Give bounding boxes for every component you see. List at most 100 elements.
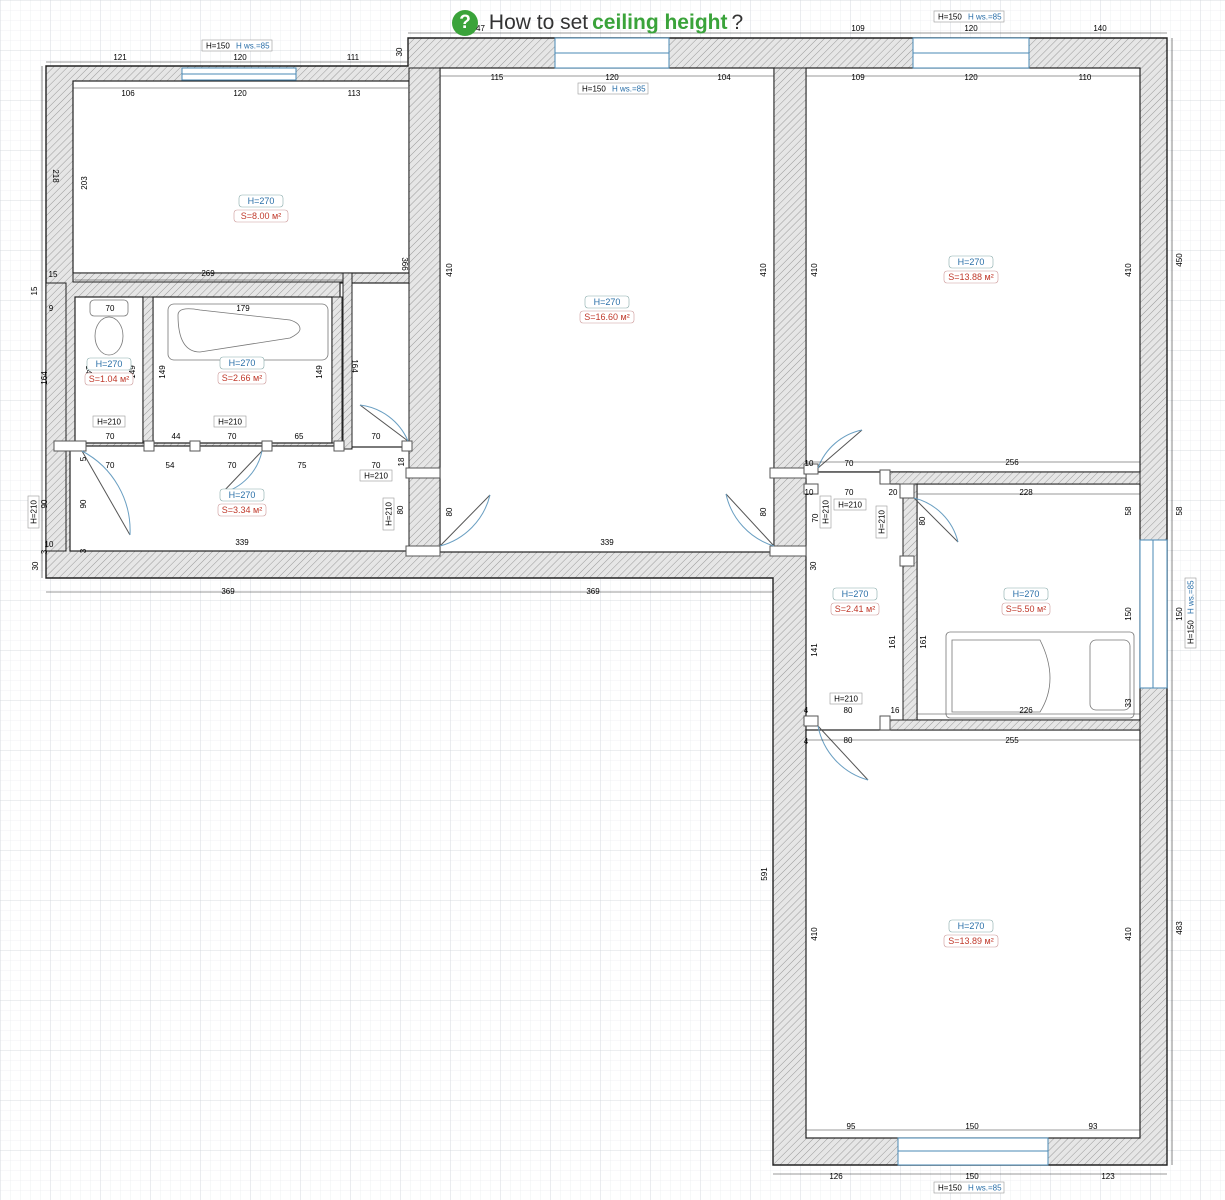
dim-label: 150 [965, 1122, 979, 1131]
dim-label: 410 [445, 263, 454, 277]
svg-text:H=210: H=210 [822, 500, 831, 524]
dimension-labels: 121 120 111 30 109 120 140 106 120 113 1… [30, 24, 1184, 1181]
dim-label: 30 [395, 47, 404, 56]
dim-label: 161 [888, 635, 897, 649]
dim-label: 70 [372, 461, 381, 470]
dim-label: 149 [315, 365, 324, 379]
svg-text:H=150: H=150 [582, 85, 606, 94]
dim-label: 10 [45, 540, 54, 549]
svg-text:H=150: H=150 [938, 13, 962, 22]
dim-label: 4 [804, 706, 809, 715]
dim-label: 410 [810, 263, 819, 277]
dim-label: 111 [347, 53, 360, 62]
svg-text:H=270: H=270 [229, 358, 256, 368]
dim-label: 120 [233, 53, 247, 62]
svg-text:H=270: H=270 [229, 490, 256, 500]
svg-text:H ws.=85: H ws.=85 [968, 1184, 1002, 1193]
dim-label: 150 [965, 1172, 979, 1181]
dim-label: 16 [891, 706, 900, 715]
dim-label: 70 [106, 304, 115, 313]
question-icon: ? [452, 10, 478, 36]
dim-label: 106 [121, 89, 135, 98]
dim-label: 140 [1093, 24, 1107, 33]
svg-text:H=210: H=210 [838, 501, 862, 510]
dim-label: 47 [476, 23, 485, 33]
dim-label: 269 [201, 269, 215, 278]
window-tag: H=150 H ws.=85 [201, 39, 273, 52]
dim-label: 33 [1124, 698, 1133, 707]
svg-text:H=210: H=210 [97, 418, 121, 427]
svg-text:H=270: H=270 [842, 589, 869, 599]
dim-label: 75 [298, 461, 307, 470]
dim-label: 110 [1079, 73, 1092, 82]
svg-text:H ws.=85: H ws.=85 [968, 13, 1002, 22]
dim-label: 226 [1019, 706, 1033, 715]
windows[interactable] [181, 37, 1168, 1166]
window-tag: H=150 H ws.=85 [1184, 577, 1197, 649]
dim-label: 410 [1124, 263, 1133, 277]
dim-label: 410 [1124, 927, 1133, 941]
dim-label: 10 [805, 488, 814, 497]
svg-text:H=270: H=270 [248, 196, 275, 206]
dim-label: 80 [918, 516, 927, 525]
dim-label: 591 [760, 867, 769, 881]
ceiling-height-help-link[interactable]: ? 47 How to set ceiling height? [452, 9, 743, 37]
dim-label: 93 [1089, 1122, 1098, 1131]
dim-label: 3 [40, 549, 49, 554]
dim-label: 120 [605, 73, 619, 82]
help-suffix: ? [731, 11, 744, 34]
svg-text:S=2.41 м²: S=2.41 м² [835, 604, 875, 614]
dim-label: 109 [851, 73, 865, 82]
dim-label: 149 [84, 365, 93, 379]
svg-text:S=16.60 м²: S=16.60 м² [584, 312, 629, 322]
dim-label: 5 [79, 456, 88, 461]
dim-label: 30 [31, 561, 40, 570]
dim-label: 65 [295, 432, 304, 441]
dim-label: 150 [1175, 607, 1184, 621]
dim-label: 15 [49, 270, 58, 279]
svg-text:H ws.=85: H ws.=85 [612, 85, 646, 94]
dim-label: 70 [228, 432, 237, 441]
svg-text:H=150: H=150 [206, 42, 230, 51]
dim-label: 121 [113, 53, 127, 62]
dim-label: 115 [491, 73, 504, 82]
svg-text:H=150: H=150 [1187, 620, 1196, 644]
dim-label: 20 [889, 488, 898, 497]
svg-text:S=8.00 м²: S=8.00 м² [241, 211, 281, 221]
dim-label: 164 [350, 359, 359, 373]
svg-text:S=2.66 м²: S=2.66 м² [222, 373, 262, 383]
room-floors [69, 67, 1141, 1139]
dim-label: 120 [964, 24, 978, 33]
svg-text:H=210: H=210 [834, 695, 858, 704]
dim-label: 70 [811, 513, 820, 522]
svg-text:H=270: H=270 [958, 921, 985, 931]
dim-label: 15 [30, 286, 39, 295]
svg-text:H ws.=85: H ws.=85 [236, 42, 270, 51]
doors[interactable] [53, 404, 959, 781]
svg-text:S=5.50 м²: S=5.50 м² [1006, 604, 1046, 614]
dim-label: 161 [919, 635, 928, 649]
svg-text:H=270: H=270 [96, 359, 123, 369]
dim-label: 120 [233, 89, 247, 98]
dim-label: 80 [844, 706, 853, 715]
dim-label: 369 [586, 587, 600, 596]
svg-text:H=210: H=210 [385, 502, 394, 526]
room-3-floor [805, 67, 1141, 473]
dim-label: 58 [1175, 506, 1184, 515]
dim-label: 90 [79, 499, 88, 508]
dim-label: 149 [128, 365, 137, 379]
dim-label: 366 [400, 257, 409, 271]
door-tags: H=210 H=210 H=210 H=210 H=210 H=210 H=21… [27, 415, 888, 705]
dim-label: 80 [445, 507, 454, 516]
dimension-lines [41, 32, 1173, 1175]
dim-label: 54 [166, 461, 175, 470]
